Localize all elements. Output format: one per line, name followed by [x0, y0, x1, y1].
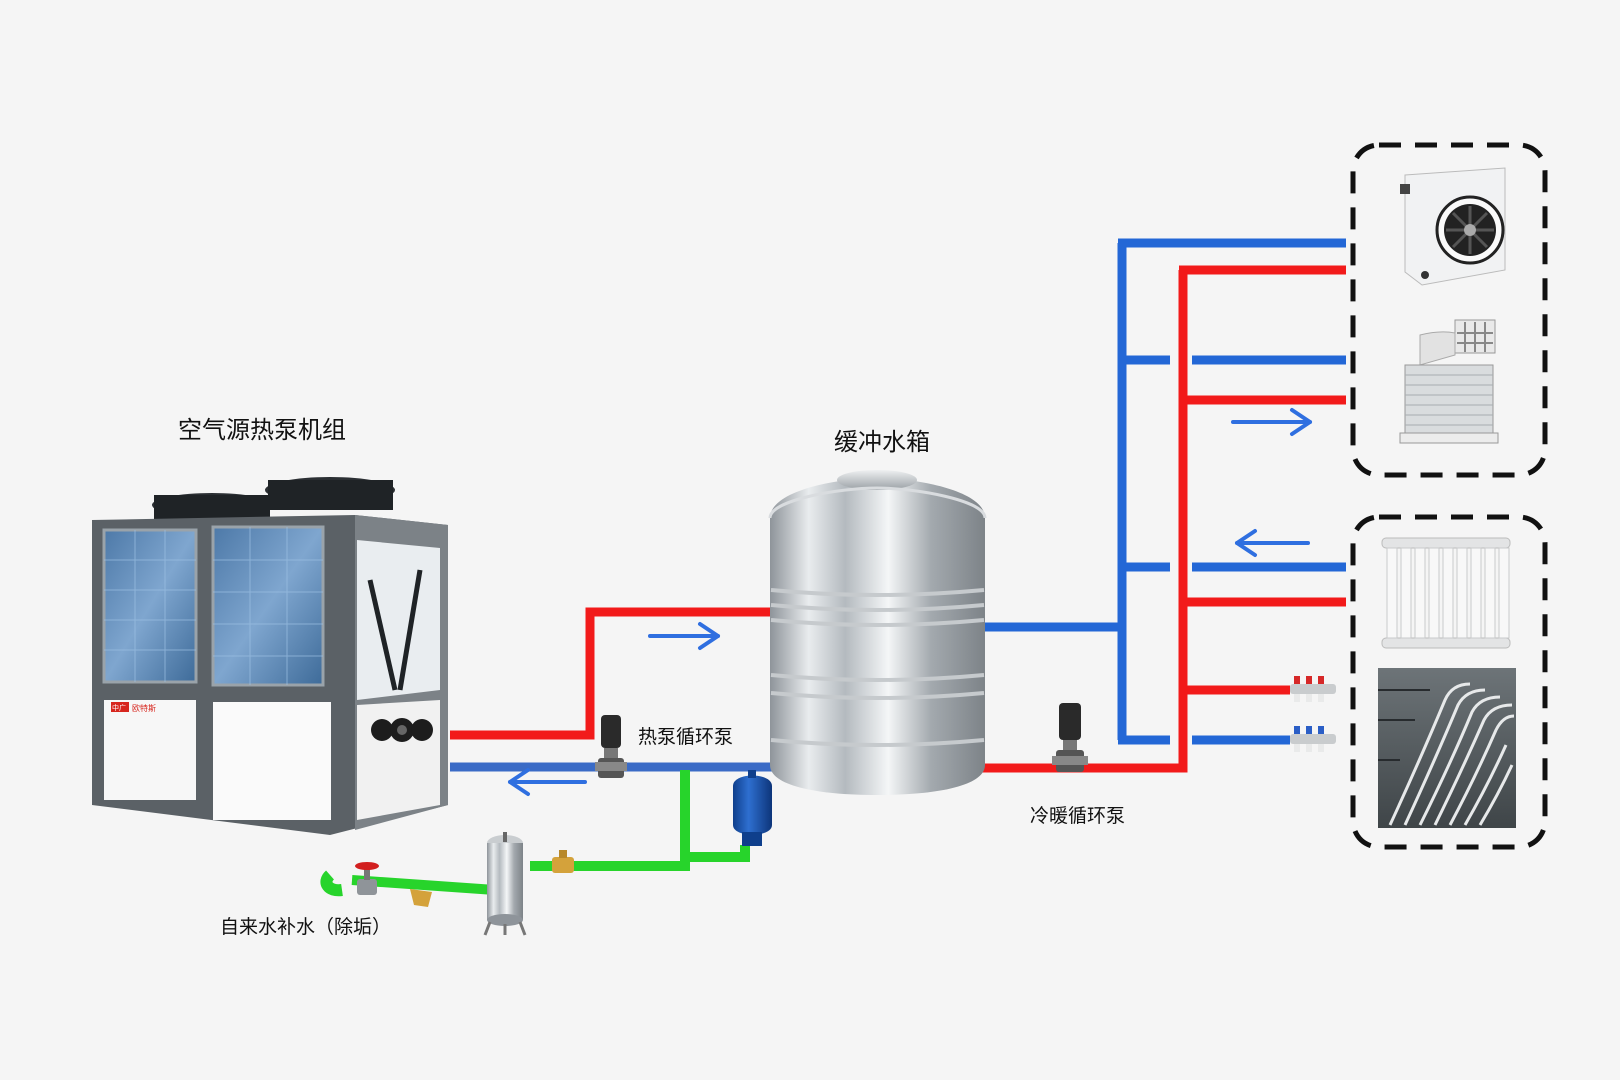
arrow-right-supply-icon: [648, 622, 720, 650]
radiator-icon: [1381, 537, 1511, 649]
red-return-pipe: [980, 270, 1188, 773]
brass-strainer-icon: [552, 850, 574, 873]
heat-pump-circ-pump-label: 热泵循环泵: [638, 726, 734, 748]
buffer-tank-label: 缓冲水箱: [834, 428, 930, 456]
air-source-heat-pump-icon: 中广 欧特斯: [92, 477, 448, 835]
tap-water-makeup-label: 自来水补水（除垢）: [220, 916, 392, 938]
brand-logo-icon: [111, 702, 129, 712]
brass-strainer-inlet-icon: [410, 889, 432, 907]
hvac-circ-pump-label: 冷暖循环泵: [1030, 805, 1126, 827]
hvac-circulation-pump-icon: [1052, 703, 1088, 772]
floor-heating-manifold-icon: [1290, 676, 1336, 752]
arrow-left-load-icon: [1235, 529, 1310, 557]
expansion-tank-icon: [733, 770, 772, 846]
stainless-water-tank-icon: [768, 470, 987, 795]
descaler-filter-icon: [483, 832, 527, 936]
arrow-right-load-icon: [1231, 408, 1312, 436]
arrow-left-return-icon: [508, 768, 587, 796]
brand-logo-text: 中广: [112, 703, 126, 712]
underfloor-heating-pipes-icon: [1378, 668, 1516, 828]
gate-valve-icon: [355, 862, 379, 895]
flow-arrows: [508, 408, 1312, 796]
pipe-network: [320, 238, 1346, 897]
brand-name: 欧特斯: [132, 703, 156, 713]
heat-pump-circulation-pump-icon: [595, 715, 627, 778]
evaporative-air-cooler-icon: [1399, 319, 1499, 444]
makeup-pipe-to-tank: [530, 770, 690, 871]
heat-pump-supply-pipe: [450, 607, 770, 740]
fan-heater-icon: [1400, 167, 1506, 286]
heat-pump-unit-label: 空气源热泵机组: [178, 416, 346, 444]
makeup-pipe-expansion: [685, 845, 750, 862]
makeup-pipe-inlet: [320, 870, 343, 897]
